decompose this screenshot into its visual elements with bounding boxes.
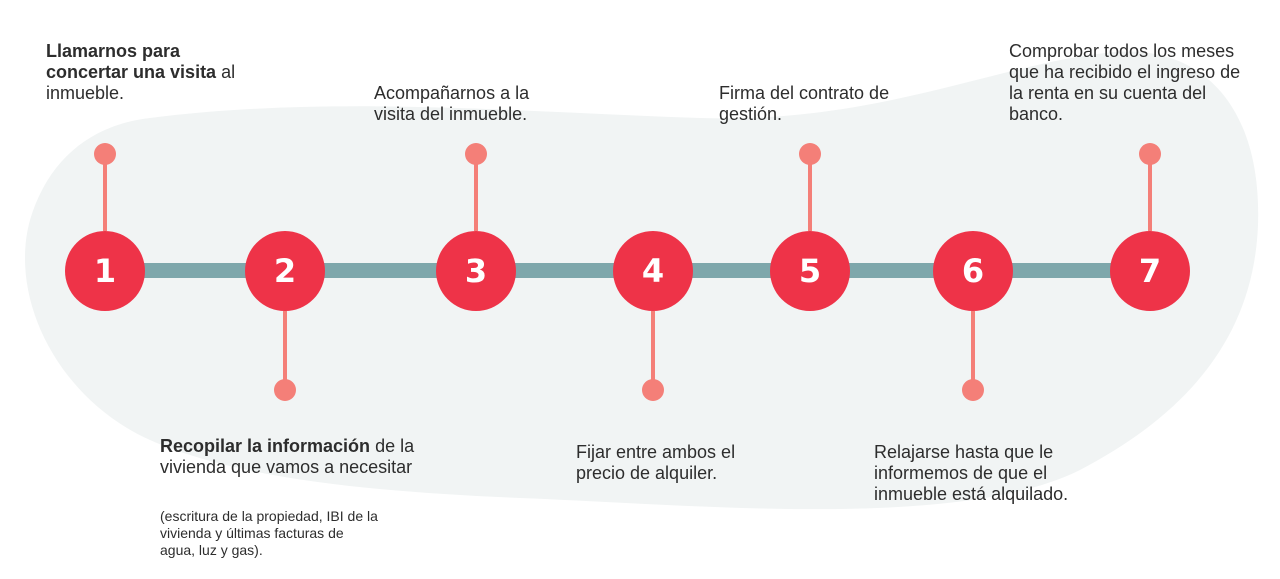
- step-6-number: 6: [961, 252, 985, 290]
- step-3-connector: [474, 155, 478, 231]
- step-5-label: Firma del contrato de gestión.: [719, 83, 914, 125]
- step-5-node: 5: [770, 231, 850, 311]
- step-3-text: Acompañarnos a la visita del inmueble.: [374, 83, 530, 124]
- step-1-label: Llamarnos para concertar una visita al i…: [46, 41, 236, 104]
- step-1-connector: [103, 155, 107, 231]
- step-6-dot: [962, 379, 984, 401]
- step-2-text: de la vivienda que vamos a necesitar: [160, 436, 415, 477]
- step-6-node: 6: [933, 231, 1013, 311]
- step-2-label: Recopilar la información de la vivienda …: [160, 436, 420, 478]
- step-5-connector: [808, 155, 812, 231]
- step-4-dot: [642, 379, 664, 401]
- step-3-node: 3: [436, 231, 516, 311]
- step-4-text: Fijar entre ambos el precio de alquiler.: [576, 442, 736, 483]
- step-7-number: 7: [1138, 252, 1162, 290]
- step-2-node: 2: [245, 231, 325, 311]
- step-7-dot: [1139, 143, 1161, 165]
- step-2-note: (escritura de la propiedad, IBI de la vi…: [160, 508, 378, 558]
- step-3-dot: [465, 143, 487, 165]
- step-4-connector: [651, 311, 655, 391]
- step-1-bold: Llamarnos para concertar una visita: [46, 41, 217, 82]
- step-7-label: Comprobar todos los meses que ha recibid…: [1009, 41, 1244, 125]
- step-6-connector: [971, 311, 975, 391]
- step-7-node: 7: [1110, 231, 1190, 311]
- step-5-text: Firma del contrato de gestión.: [719, 83, 890, 124]
- step-2-bold: Recopilar la información: [160, 436, 371, 456]
- step-2-dot: [274, 379, 296, 401]
- step-3-number: 3: [464, 252, 488, 290]
- step-1-text: al inmueble.: [46, 62, 236, 103]
- step-1-dot: [94, 143, 116, 165]
- step-2-number: 2: [273, 252, 297, 290]
- step-4-number: 4: [641, 252, 665, 290]
- step-1-node: 1: [65, 231, 145, 311]
- step-1-number: 1: [93, 252, 117, 290]
- step-6-label: Relajarse hasta que le informemos de que…: [874, 442, 1084, 505]
- step-5-number: 5: [798, 252, 822, 290]
- step-6-text: Relajarse hasta que le informemos de que…: [874, 442, 1069, 504]
- step-7-connector: [1148, 155, 1152, 231]
- step-4-label: Fijar entre ambos el precio de alquiler.: [576, 442, 741, 484]
- step-7-text: Comprobar todos los meses que ha recibid…: [1009, 41, 1241, 124]
- step-5-dot: [799, 143, 821, 165]
- step-4-node: 4: [613, 231, 693, 311]
- step-3-label: Acompañarnos a la visita del inmueble.: [374, 83, 574, 125]
- step-2-connector: [283, 311, 287, 391]
